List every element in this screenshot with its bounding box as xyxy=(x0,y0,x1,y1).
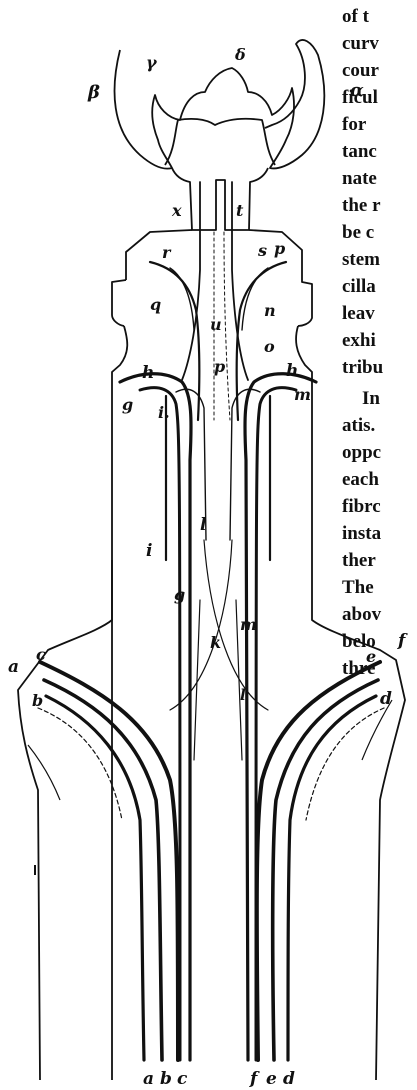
label-r: r xyxy=(162,243,172,262)
text-line: for xyxy=(342,114,367,135)
label-s: s xyxy=(257,241,267,260)
label-l: l xyxy=(200,515,207,535)
label-d-right: d xyxy=(380,689,392,709)
label-i-lower: i xyxy=(146,541,152,561)
text-line: fibrc xyxy=(342,496,381,517)
label-bottom-c: c xyxy=(177,1069,188,1089)
print-speck xyxy=(34,865,36,875)
label-q: q xyxy=(150,295,161,314)
label-a-left: a xyxy=(8,657,19,677)
text-line: the r xyxy=(342,195,381,216)
label-bottom-e: e xyxy=(266,1069,277,1089)
text-line: stem xyxy=(342,249,380,270)
text-line: belo xyxy=(342,631,376,652)
text-line: tanc xyxy=(342,141,377,162)
text-line: be c xyxy=(342,222,374,243)
text-line: leav xyxy=(342,303,375,324)
label-beta: β xyxy=(87,82,100,103)
label-bottom-d: d xyxy=(283,1069,295,1089)
label-m-right: m xyxy=(294,385,311,404)
text-line: insta xyxy=(342,523,382,544)
label-n: n xyxy=(264,301,276,320)
label-bottom-f: f xyxy=(249,1069,260,1089)
label-delta: δ xyxy=(234,45,246,64)
label-p-upper: p xyxy=(274,239,285,258)
text-line: The xyxy=(342,577,374,598)
label-u: u xyxy=(210,315,222,334)
text-line: tribu xyxy=(342,357,384,378)
label-t: t xyxy=(236,201,244,220)
text-line: each xyxy=(342,469,379,490)
label-g-lower: g xyxy=(174,585,185,604)
label-h-right: h xyxy=(286,361,298,381)
label-g-left: g xyxy=(122,395,133,414)
label-gamma: γ xyxy=(146,53,158,72)
label-k: k xyxy=(210,633,221,652)
text-line: of t xyxy=(342,6,370,27)
text-line: nate xyxy=(342,168,377,189)
label-f-right: f xyxy=(397,631,408,651)
text-line: oppc xyxy=(342,442,381,463)
text-line: ficul xyxy=(342,87,378,108)
vascular-strands xyxy=(38,182,384,1060)
text-line: atis. xyxy=(342,415,375,436)
label-i-upper: i. xyxy=(158,403,170,422)
text-line: exhi xyxy=(342,330,376,351)
text-line: ther xyxy=(342,550,376,571)
text-line: abov xyxy=(342,604,382,625)
text-line: curv xyxy=(342,33,379,54)
label-b-left: b xyxy=(32,691,43,710)
label-bottom-a: a xyxy=(143,1069,154,1089)
label-o: o xyxy=(264,337,275,356)
label-p-mid: p xyxy=(214,357,225,376)
text-line: cour xyxy=(342,60,380,81)
text-line: thre xyxy=(342,658,375,679)
text-column: of t curv cour ficul for tanc nate the r… xyxy=(342,6,384,679)
label-c-left: c xyxy=(36,645,46,664)
text-line: cilla xyxy=(342,276,376,297)
label-bottom-b: b xyxy=(160,1069,172,1089)
text-line: In xyxy=(362,388,380,409)
label-h-left: h xyxy=(142,363,154,383)
label-x: x xyxy=(171,201,182,220)
label-l-lower: l xyxy=(240,686,246,704)
label-m-lower: m xyxy=(240,615,257,634)
